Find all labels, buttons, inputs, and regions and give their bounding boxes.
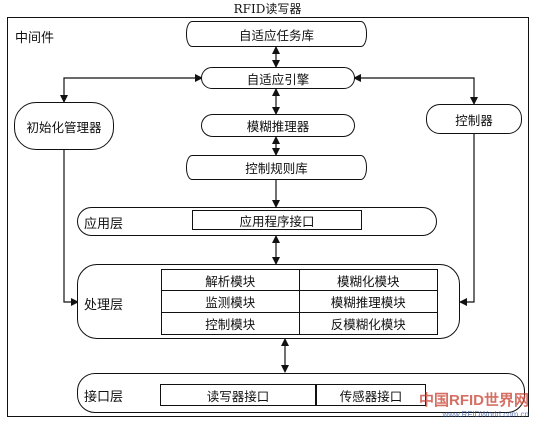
watermark-logo: 中国RFID世界网 www.RFIDWorld.com.cn <box>419 389 529 419</box>
diagram-title: RFID读写器 <box>233 2 302 16</box>
module-control: 控制模块 <box>162 312 300 334</box>
arrow-initializer-processing <box>63 150 79 306</box>
application-layer-label: 应用层 <box>84 217 124 232</box>
watermark-text: 中国RFID世界网 <box>419 392 529 409</box>
middleware-frame <box>7 17 529 417</box>
processing-layer-label: 处理层 <box>84 298 124 313</box>
processing-module-grid: 解析模块 模糊化模块 监测模块 模糊推理模块 控制模块 反模糊化模块 <box>161 269 438 335</box>
sensor-interface: 传感器接口 <box>316 384 426 406</box>
module-fuzzy-reasoning: 模糊推理模块 <box>299 291 437 313</box>
middleware-label: 中间件 <box>15 31 55 46</box>
fuzzy-reasoner: 模糊推理器 <box>201 114 355 137</box>
module-defuzzify: 反模糊化模块 <box>330 316 406 332</box>
arrow-engine-initializer <box>60 74 203 103</box>
adaptive-engine: 自适应引擎 <box>201 67 355 89</box>
controller: 控制器 <box>426 104 522 134</box>
module-parse: 解析模块 <box>162 270 300 292</box>
initializer-manager: 初始化管理器 <box>14 102 114 150</box>
module-monitor: 监测模块 <box>162 291 300 313</box>
adaptive-task-library: 自适应任务库 <box>186 21 367 47</box>
arrow-controller-processing <box>459 134 475 306</box>
module-fuzzify: 模糊化模块 <box>299 270 437 292</box>
reader-interface: 读写器接口 <box>160 384 316 406</box>
arrow-engine-controller <box>353 74 478 105</box>
application-interface: 应用程序接口 <box>192 210 362 230</box>
control-rule-library: 控制规则库 <box>186 155 367 180</box>
watermark-url: www.RFIDWorld.com.cn <box>442 410 529 419</box>
interface-layer-label: 接口层 <box>84 390 124 405</box>
